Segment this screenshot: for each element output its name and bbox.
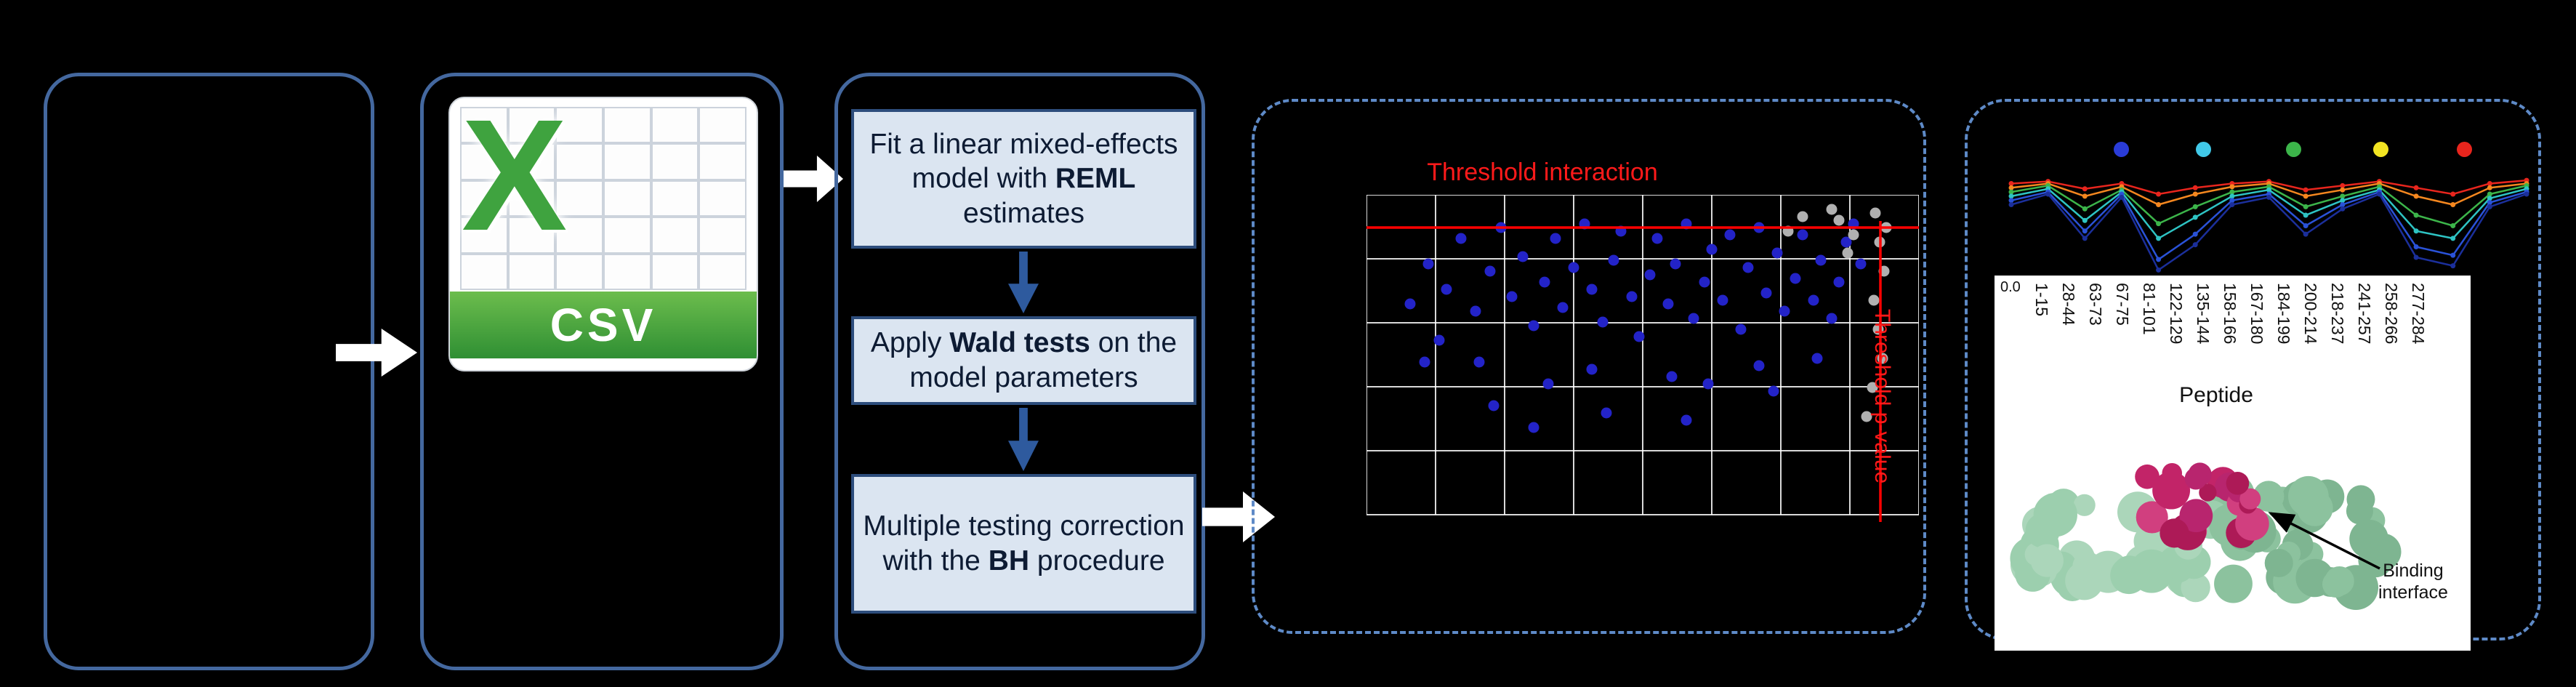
down-arrow-icon [1008, 252, 1039, 313]
peptide-tick-label: 218-237 [2328, 283, 2347, 345]
peptide-axis-panel: 0.0 1-15 28-44 63-73 67-75 81-101 122-129 135-… [1995, 276, 2471, 651]
volcano-scatter-plot [1367, 195, 1919, 522]
peptide-tick-labels: 1-15 28-44 63-73 67-75 81-101 122-129 135-144 1… [1995, 276, 2471, 385]
flow-step-wald: Apply Wald tests on the model parameters [851, 316, 1196, 405]
y-axis-zero-tick: 0.0 [2000, 279, 2021, 295]
panel-volcano-plot: Threshold interaction Threshold p-value [1252, 99, 1926, 634]
panel-results-uptake: 0.0 1-15 28-44 63-73 67-75 81-101 122-129 135-… [1965, 99, 2541, 651]
flow-step-bold: BH [988, 545, 1030, 576]
peptide-tick-label: 258-266 [2382, 283, 2401, 345]
flow-step-text: Apply Wald tests on the model parameters [870, 327, 1178, 393]
uptake-line-chart [2008, 177, 2529, 273]
csv-label: CSV [550, 299, 657, 351]
legend-dot [2114, 142, 2129, 157]
flow-step-bold: Wald tests [949, 327, 1090, 359]
peptide-tick-label: 63-73 [2086, 283, 2105, 326]
peptide-tick-label: 122-129 [2167, 283, 2186, 345]
panel-experimental-design [44, 73, 374, 670]
peptide-tick-label: 200-214 [2301, 283, 2320, 345]
csv-file-icon: X CSV [448, 97, 758, 371]
threshold-pvalue-label: Threshold p-value [1870, 309, 1894, 484]
legend-dot [2286, 142, 2301, 157]
binding-interface-label: Binding interface [2378, 561, 2448, 603]
peptide-tick-label: 67-75 [2113, 283, 2132, 326]
peptide-tick-label: 1-15 [2032, 283, 2051, 317]
peptide-tick-label: 277-284 [2409, 283, 2428, 345]
down-arrow-icon [1008, 408, 1039, 471]
panel-csv-input: X CSV [420, 73, 784, 670]
condition-legend-dots [1968, 142, 2538, 158]
legend-dot [2457, 142, 2472, 157]
csv-ribbon: CSV [450, 292, 757, 358]
threshold-interaction-label: Threshold interaction [1427, 158, 1658, 186]
peptide-tick-label: 158-166 [2221, 283, 2239, 345]
peptide-tick-label: 241-257 [2355, 283, 2374, 345]
peptide-axis-title: Peptide [2179, 383, 2253, 407]
flow-step-bold: REML [1055, 163, 1136, 195]
peptide-tick-label: 28-44 [2059, 283, 2078, 326]
flow-step-text: Fit a linear mixed-effects model with RE… [869, 128, 1178, 229]
protein-structure-image [2010, 462, 2402, 610]
peptide-tick-label: 167-180 [2247, 283, 2266, 345]
peptide-tick-label: 135-144 [2194, 283, 2213, 345]
flow-step-reml: Fit a linear mixed-effects model with RE… [851, 109, 1196, 249]
panel-statistical-workflow: Fit a linear mixed-effects model with RE… [834, 73, 1205, 670]
peptide-tick-label: 184-199 [2274, 283, 2293, 345]
peptide-tick-label: 81-101 [2140, 283, 2159, 335]
spreadsheet-grid-icon [460, 107, 746, 290]
legend-dot [2196, 142, 2211, 157]
excel-x-logo: X [462, 97, 568, 264]
legend-dot [2373, 142, 2388, 157]
